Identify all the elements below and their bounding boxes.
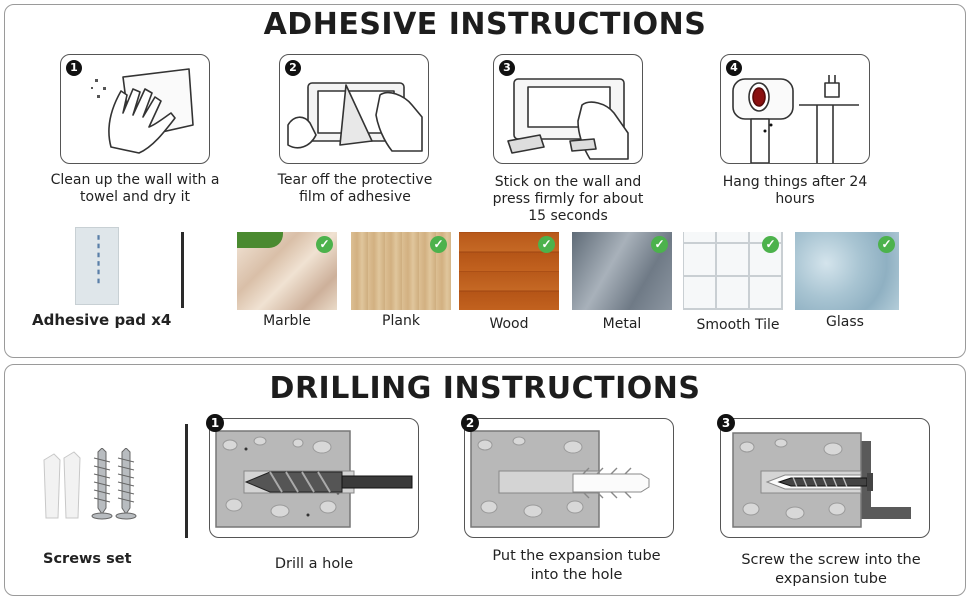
adhesive-divider <box>181 232 184 308</box>
step-number-badge: 4 <box>726 60 742 76</box>
adhesive-step-3-caption: Stick on the wall and press firmly for a… <box>492 174 644 224</box>
adhesive-step-1-caption: Clean up the wall with a towel and dry i… <box>50 172 220 205</box>
drilling-step-3-caption: Screw the screw into the expansion tube <box>741 552 921 587</box>
adhesive-step-1: 1 <box>60 54 210 164</box>
step-number-badge: 3 <box>499 60 515 76</box>
screw-icon <box>732 432 911 528</box>
hand-wiping-icon <box>91 68 194 154</box>
peel-film-icon <box>287 82 423 152</box>
adhesive-pad-image: ▮ ▮ ▮ ▮ ▮ ▮ <box>75 227 119 305</box>
check-icon: ✓ <box>762 236 779 253</box>
surface-label-wood: Wood <box>489 316 529 332</box>
plant-leaves-decoration <box>237 232 283 248</box>
adhesive-step-4: 4 <box>720 54 870 164</box>
adhesive-step-4-caption: Hang things after 24 hours <box>722 174 868 207</box>
surface-label-metal: Metal <box>602 316 642 332</box>
adhesive-pad-label: Adhesive pad x4 <box>32 311 172 329</box>
adhesive-step-3: 3 <box>493 54 643 164</box>
adhesive-step-2: 2 <box>279 54 429 164</box>
surface-label-tile: Smooth Tile <box>696 317 780 333</box>
pad-print-pattern: ▮ ▮ ▮ ▮ ▮ ▮ <box>95 234 101 285</box>
drilling-step-1: 1 <box>206 414 419 538</box>
step-number-badge: 3 <box>717 414 735 432</box>
drilling-divider <box>185 424 188 538</box>
step-number-badge: 1 <box>206 414 224 432</box>
step-number-badge: 2 <box>285 60 301 76</box>
expansion-tube-icon <box>470 430 650 528</box>
drilling-step-3: 3 <box>717 414 930 538</box>
hanging-hairdryer-icon <box>732 75 859 163</box>
check-icon: ✓ <box>651 236 668 253</box>
check-icon: ✓ <box>316 236 333 253</box>
drilling-step-1-caption: Drill a hole <box>274 556 354 572</box>
press-hook-icon <box>507 78 629 160</box>
surface-label-marble: Marble <box>263 313 311 329</box>
drill-bit-icon <box>215 430 413 528</box>
surface-swatch-glass: ✓ <box>795 232 899 310</box>
step-number-badge: 2 <box>461 414 479 432</box>
step-number-badge: 1 <box>66 60 82 76</box>
surface-label-glass: Glass <box>826 314 864 330</box>
surface-swatch-plank: ✓ <box>351 232 451 310</box>
surface-label-plank: Plank <box>382 313 420 329</box>
adhesive-step-2-caption: Tear off the protective film of adhesive <box>277 172 433 205</box>
surface-swatch-tile: ✓ <box>683 232 783 310</box>
surface-swatch-wood: ✓ <box>459 232 559 310</box>
surface-swatch-metal: ✓ <box>572 232 672 310</box>
drilling-title: DRILLING INSTRUCTIONS <box>269 371 701 406</box>
check-icon: ✓ <box>538 236 555 253</box>
drilling-step-2-caption: Put the expansion tube into the hole <box>492 548 661 583</box>
screws-set-image <box>43 448 137 520</box>
surface-swatch-marble: ✓ <box>237 232 337 310</box>
adhesive-title: ADHESIVE INSTRUCTIONS <box>263 7 707 42</box>
check-icon: ✓ <box>878 236 895 253</box>
drilling-step-2: 2 <box>461 414 674 538</box>
screws-set-label: Screws set <box>43 551 132 567</box>
check-icon: ✓ <box>430 236 447 253</box>
